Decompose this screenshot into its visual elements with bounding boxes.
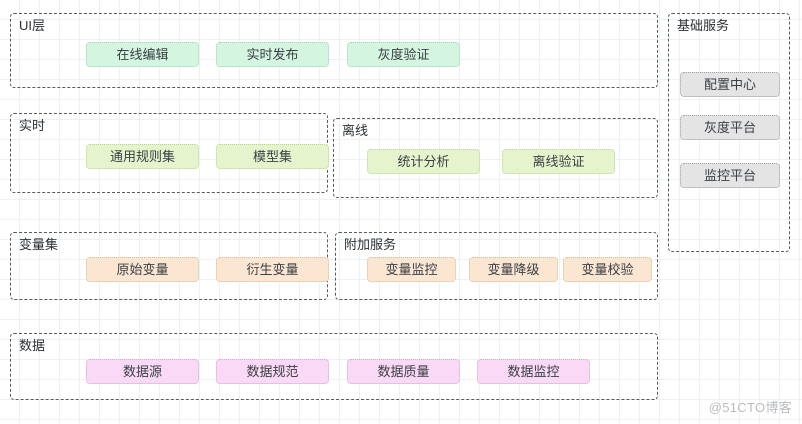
chip-config-center[interactable]: 配置中心 bbox=[680, 72, 780, 97]
panel-infra-services-title: 基础服务 bbox=[677, 18, 730, 33]
chip-common-ruleset[interactable]: 通用规则集 bbox=[86, 144, 199, 169]
panel-variables[interactable]: 变量集 原始变量 衍生变量 bbox=[10, 232, 329, 300]
panel-extra-services[interactable]: 附加服务 变量监控 变量降级 变量校验 bbox=[335, 232, 658, 300]
chip-model-set[interactable]: 模型集 bbox=[216, 144, 329, 169]
chip-variable-monitor[interactable]: 变量监控 bbox=[367, 257, 456, 282]
panel-data[interactable]: 数据 数据源 数据规范 数据质量 数据监控 bbox=[10, 333, 658, 400]
panel-data-title: 数据 bbox=[19, 338, 46, 353]
panel-offline-title: 离线 bbox=[342, 123, 369, 138]
chip-online-edit[interactable]: 在线编辑 bbox=[86, 42, 199, 67]
chip-gray-verify[interactable]: 灰度验证 bbox=[347, 42, 460, 67]
watermark: @51CTO博客 bbox=[708, 400, 792, 415]
panel-realtime[interactable]: 实时 通用规则集 模型集 bbox=[10, 113, 329, 193]
chip-data-quality[interactable]: 数据质量 bbox=[347, 359, 460, 384]
chip-raw-variable[interactable]: 原始变量 bbox=[86, 257, 199, 282]
chip-data-spec[interactable]: 数据规范 bbox=[216, 359, 329, 384]
panel-infra-services[interactable]: 基础服务 配置中心 灰度平台 监控平台 bbox=[668, 13, 790, 252]
panel-variables-title: 变量集 bbox=[19, 237, 59, 252]
chip-data-monitor[interactable]: 数据监控 bbox=[477, 359, 590, 384]
chip-offline-verify[interactable]: 离线验证 bbox=[502, 149, 615, 174]
chip-monitor-platform[interactable]: 监控平台 bbox=[680, 163, 780, 188]
panel-extra-services-title: 附加服务 bbox=[344, 237, 397, 252]
chip-variable-validate[interactable]: 变量校验 bbox=[563, 257, 652, 282]
chip-data-source[interactable]: 数据源 bbox=[86, 359, 199, 384]
chip-gray-platform[interactable]: 灰度平台 bbox=[680, 115, 780, 140]
panel-ui-title: UI层 bbox=[19, 18, 46, 33]
panel-realtime-title: 实时 bbox=[19, 118, 46, 133]
chip-realtime-publish[interactable]: 实时发布 bbox=[216, 42, 329, 67]
panel-offline[interactable]: 离线 统计分析 离线验证 bbox=[333, 118, 658, 198]
chip-statistical-analysis[interactable]: 统计分析 bbox=[367, 149, 480, 174]
chip-derived-variable[interactable]: 衍生变量 bbox=[216, 257, 329, 282]
panel-ui[interactable]: UI层 在线编辑 实时发布 灰度验证 bbox=[10, 13, 658, 88]
chip-variable-degrade[interactable]: 变量降级 bbox=[469, 257, 558, 282]
